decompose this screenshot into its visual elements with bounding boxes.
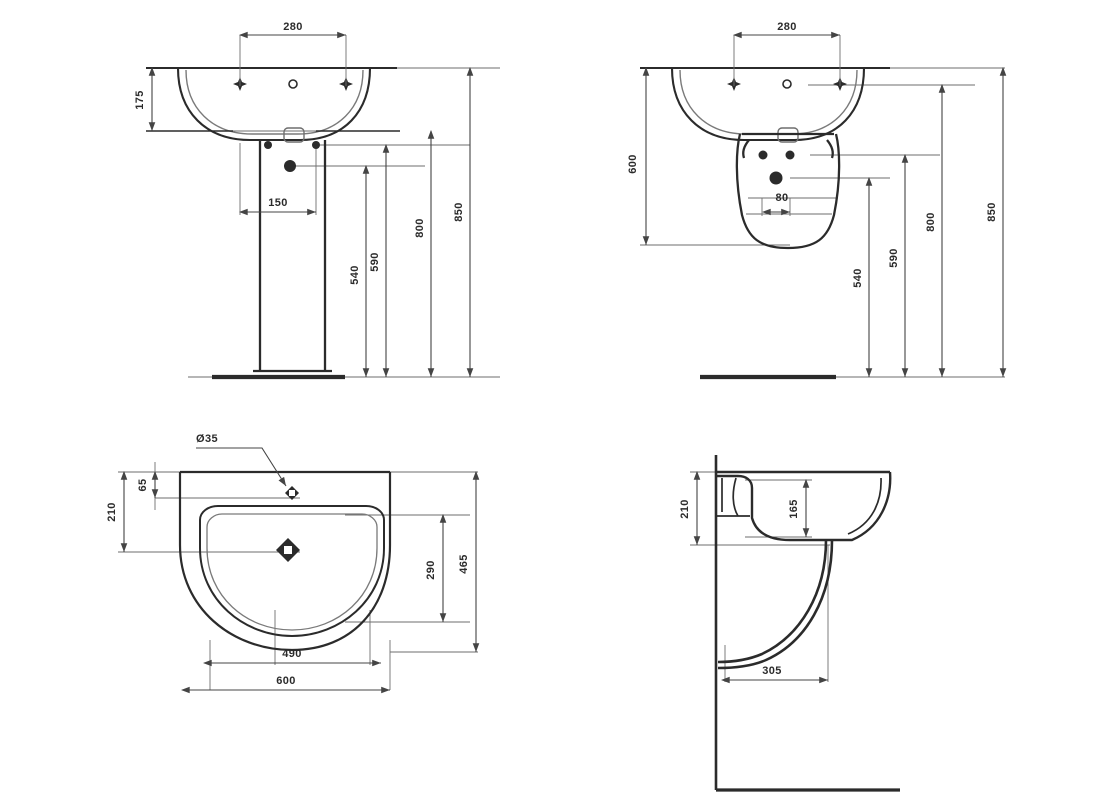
dim-label-305: 305 [762,665,782,677]
dimension-bowl-depth-plan: 290 [425,513,447,622]
basin-section-outline [716,470,892,542]
dim-label-540: 540 [852,268,864,288]
tap-hole-plan-icon [285,486,299,500]
dimension-rim-height: 850 [986,66,1007,377]
dimension-bowl-depth: 175 [134,66,156,131]
dim-label-850: 850 [986,202,998,222]
view-front-elevation-full-pedestal: 280 175 150 540 590 800 85 [134,21,500,380]
basin-inner-bowl-line [679,69,858,135]
dimension-overall-depth: 465 [458,470,480,652]
extension-lines [146,67,500,378]
dimension-trap-offset: 150 [238,197,316,216]
pedestal-profile [717,539,834,670]
dimension-supply-spacing: 80 [761,192,790,216]
dimension-rim-to-bowl: 210 [679,470,701,545]
basin-outline [640,66,890,142]
dim-label-540: 540 [349,265,361,285]
supply-point-left-icon [264,141,272,149]
waste-slot [283,127,305,143]
dim-label-150: 150 [268,197,288,209]
dim-label-590: 590 [888,248,900,268]
basin-inner-bowl-line [185,69,364,135]
supply-point-right-icon [785,150,795,160]
overflow-hole-icon [782,79,792,89]
view-front-elevation-semi-pedestal: 280 600 80 540 590 800 850 [627,21,1007,380]
dim-label-80: 80 [775,192,788,204]
dim-label-280: 280 [777,21,797,33]
dimension-tap-spacing: 280 [238,21,347,86]
pedestal-column [253,140,332,373]
dim-label-600: 600 [627,154,639,174]
extension-lines [640,67,1005,378]
basin-section-inner-line [716,477,882,535]
dimension-overall-width: 600 [180,675,390,694]
dimension-back-to-waste: 210 [106,470,128,552]
semi-pedestal [735,132,841,250]
waste-outlet-plan-icon [276,538,300,562]
dimension-bowl-width: 490 [202,648,381,667]
dim-label-175: 175 [134,90,146,110]
dim-label-590: 590 [369,252,381,272]
overflow-hole-icon [288,79,298,89]
waste-point-icon [284,160,296,172]
basin-bowl-inner-line2 [206,513,378,631]
dimension-semi-pedestal-height: 600 [627,66,650,245]
dim-label-490: 490 [282,648,302,660]
dimension-taphole-diameter: Ø35 [196,433,287,487]
extension-lines [690,471,830,682]
dimension-fixing-height: 800 [925,83,946,377]
dimension-rim-height: 850 [453,66,474,377]
supply-point-left-icon [758,150,768,160]
basin-bowl-inner-outline [199,505,385,638]
dim-label-210: 210 [106,502,118,522]
view-plan: Ø35 65 210 290 465 490 [106,433,480,694]
dim-label-290: 290 [425,560,437,580]
dimension-projection: 305 [720,665,828,684]
dimension-taphole-back-offset: 65 [137,462,159,510]
dimension-supply-height: 590 [888,153,909,377]
dim-label-465: 465 [458,554,470,574]
waste-point-icon [769,171,783,185]
supply-point-right-icon [312,141,320,149]
dimension-tap-spacing: 280 [732,21,841,86]
dim-label-800: 800 [414,218,426,238]
dimension-supply-height: 590 [369,143,390,377]
dim-label-210: 210 [679,499,691,519]
dim-label-850: 850 [453,202,465,222]
dim-label-600: 600 [276,675,296,687]
dimension-bowl-inner-depth: 165 [788,478,810,537]
dimension-waste-height: 540 [852,176,873,377]
basin-plan-outline [178,470,392,652]
dimension-fixing-height: 800 [414,129,435,377]
dimension-waste-height: 540 [349,164,370,377]
dim-label-165: 165 [788,499,800,519]
dim-label-65: 65 [137,478,149,491]
view-side-section: 210 165 305 [679,455,900,792]
dim-label-d35: Ø35 [196,433,218,445]
basin-outline [146,66,397,142]
dim-label-280: 280 [283,21,303,33]
dim-label-800: 800 [925,212,937,232]
